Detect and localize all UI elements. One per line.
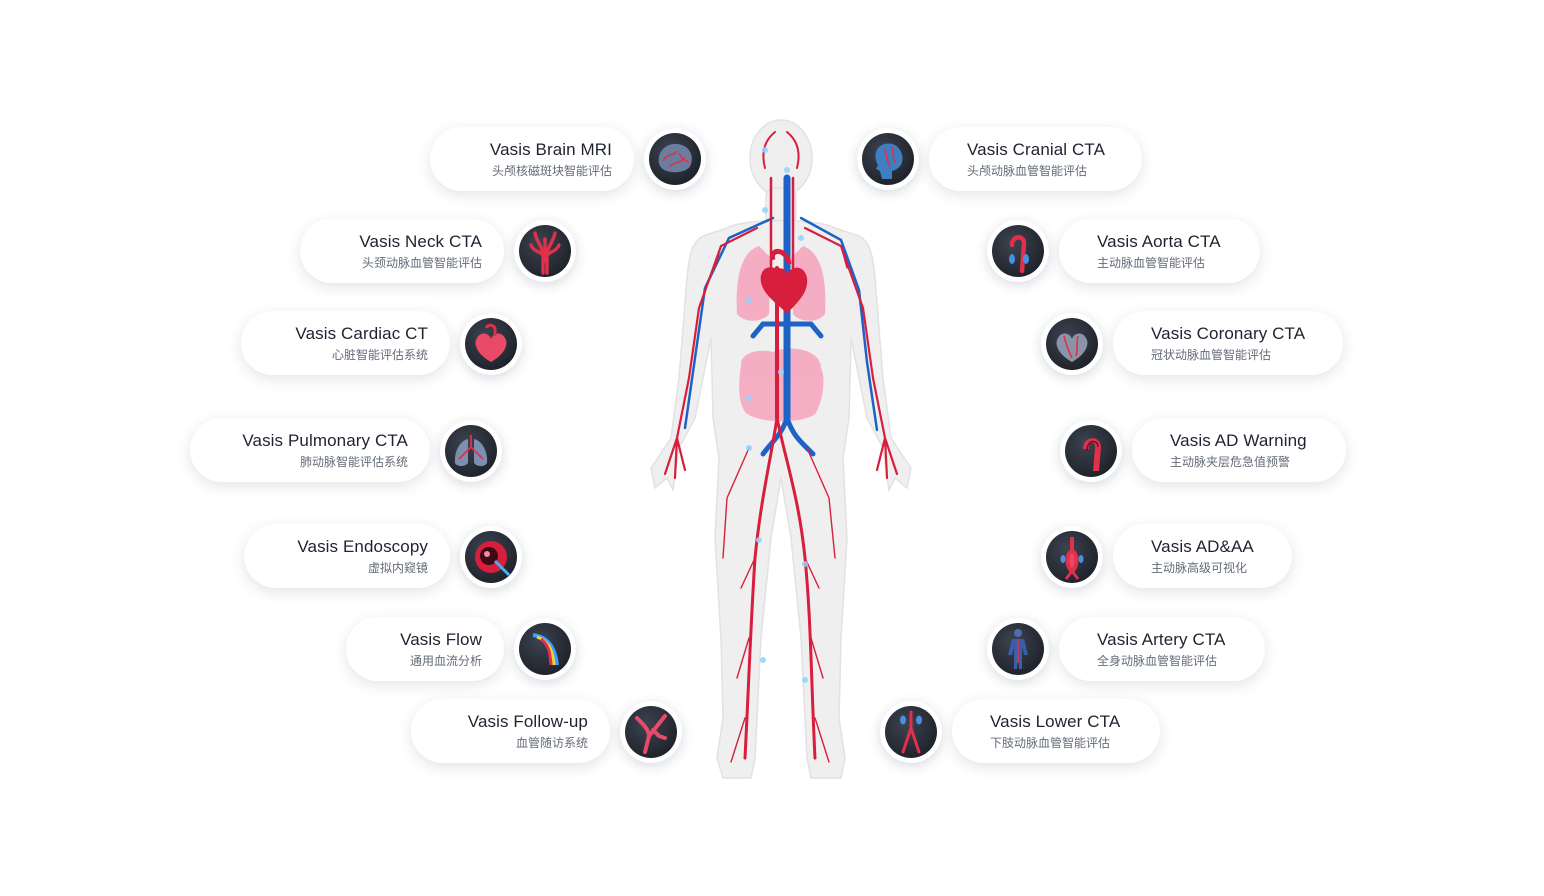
product-card-follow-up[interactable]: Vasis Follow-up 血管随访系统 (411, 699, 610, 763)
human-vascular-illustration (650, 119, 912, 779)
product-card-ad-warning[interactable]: Vasis AD Warning 主动脉夹层危急值预警 (1132, 418, 1346, 482)
product-title: Vasis Cranial CTA (967, 139, 1106, 159)
endoscope-icon[interactable] (460, 526, 522, 588)
product-card-aorta-cta[interactable]: Vasis Aorta CTA 主动脉血管智能评估 (1059, 219, 1260, 283)
product-subtitle: 头颅核磁斑块智能评估 (491, 163, 612, 178)
body-silhouette (650, 119, 912, 779)
product-title: Vasis Brain MRI (489, 139, 612, 159)
product-card-flow[interactable]: Vasis Flow 通用血流分析 (346, 617, 504, 681)
product-card-brain-mri[interactable]: Vasis Brain MRI 头颅核磁斑块智能评估 (430, 127, 634, 191)
product-title: Vasis Neck CTA (359, 231, 482, 251)
product-subtitle: 主动脉夹层危急值预警 (1170, 454, 1291, 469)
product-card-ad-aa[interactable]: Vasis AD&AA 主动脉高级可视化 (1113, 524, 1292, 588)
flow-icon[interactable] (514, 618, 576, 680)
heart (760, 249, 808, 314)
product-card-neck-cta[interactable]: Vasis Neck CTA 头颈动脉血管智能评估 (300, 219, 504, 283)
product-title: Vasis Endoscopy (297, 536, 428, 556)
product-subtitle: 肺动脉智能评估系统 (299, 454, 408, 469)
product-title: Vasis AD Warning (1170, 430, 1307, 450)
product-subtitle: 全身动脉血管智能评估 (1097, 653, 1218, 668)
product-card-cardiac-ct[interactable]: Vasis Cardiac CT 心脏智能评估系统 (241, 311, 450, 375)
product-title: Vasis Aorta CTA (1097, 231, 1221, 251)
product-subtitle: 主动脉血管智能评估 (1097, 255, 1206, 270)
product-subtitle: 心脏智能评估系统 (331, 347, 428, 362)
product-title: Vasis AD&AA (1151, 536, 1254, 556)
product-card-cranial-cta[interactable]: Vasis Cranial CTA 头颅动脉血管智能评估 (929, 127, 1142, 191)
product-title: Vasis Follow-up (467, 711, 588, 731)
product-card-coronary-cta[interactable]: Vasis Coronary CTA 冠状动脉血管智能评估 (1113, 311, 1343, 375)
product-card-artery-cta[interactable]: Vasis Artery CTA 全身动脉血管智能评估 (1059, 617, 1265, 681)
product-subtitle: 下肢动脉血管智能评估 (990, 735, 1111, 750)
product-subtitle: 血管随访系统 (515, 735, 588, 750)
coronary-icon[interactable] (1041, 313, 1103, 375)
product-title: Vasis Cardiac CT (295, 323, 428, 343)
product-card-lower-cta[interactable]: Vasis Lower CTA 下肢动脉血管智能评估 (952, 699, 1160, 763)
neck-vessel-icon[interactable] (514, 220, 576, 282)
vessel-branch-icon[interactable] (620, 701, 682, 763)
brain-icon[interactable] (644, 128, 706, 190)
product-subtitle: 主动脉高级可视化 (1151, 560, 1248, 575)
product-card-endoscopy[interactable]: Vasis Endoscopy 虚拟内窥镜 (244, 524, 450, 588)
product-title: Vasis Flow (400, 629, 482, 649)
product-title: Vasis Lower CTA (990, 711, 1121, 731)
product-subtitle: 头颈动脉血管智能评估 (361, 255, 482, 270)
head-profile-icon[interactable] (857, 128, 919, 190)
heart-icon[interactable] (460, 313, 522, 375)
organs (736, 246, 826, 422)
product-subtitle: 头颅动脉血管智能评估 (967, 163, 1088, 178)
aorta-icon[interactable] (987, 220, 1049, 282)
product-subtitle: 虚拟内窥镜 (367, 560, 428, 575)
lungs-icon[interactable] (440, 420, 502, 482)
full-body-icon[interactable] (987, 618, 1049, 680)
arteries (663, 131, 899, 763)
aortic-dissection-icon[interactable] (1060, 420, 1122, 482)
product-subtitle: 冠状动脉血管智能评估 (1151, 347, 1272, 362)
product-title: Vasis Pulmonary CTA (242, 430, 408, 450)
aortic-aneurysm-icon[interactable] (1041, 526, 1103, 588)
lower-limb-icon[interactable] (880, 701, 942, 763)
product-title: Vasis Artery CTA (1097, 629, 1226, 649)
product-subtitle: 通用血流分析 (409, 653, 482, 668)
marker-dots (746, 147, 808, 683)
product-card-pulmonary-cta[interactable]: Vasis Pulmonary CTA 肺动脉智能评估系统 (190, 418, 430, 482)
product-title: Vasis Coronary CTA (1151, 323, 1306, 343)
